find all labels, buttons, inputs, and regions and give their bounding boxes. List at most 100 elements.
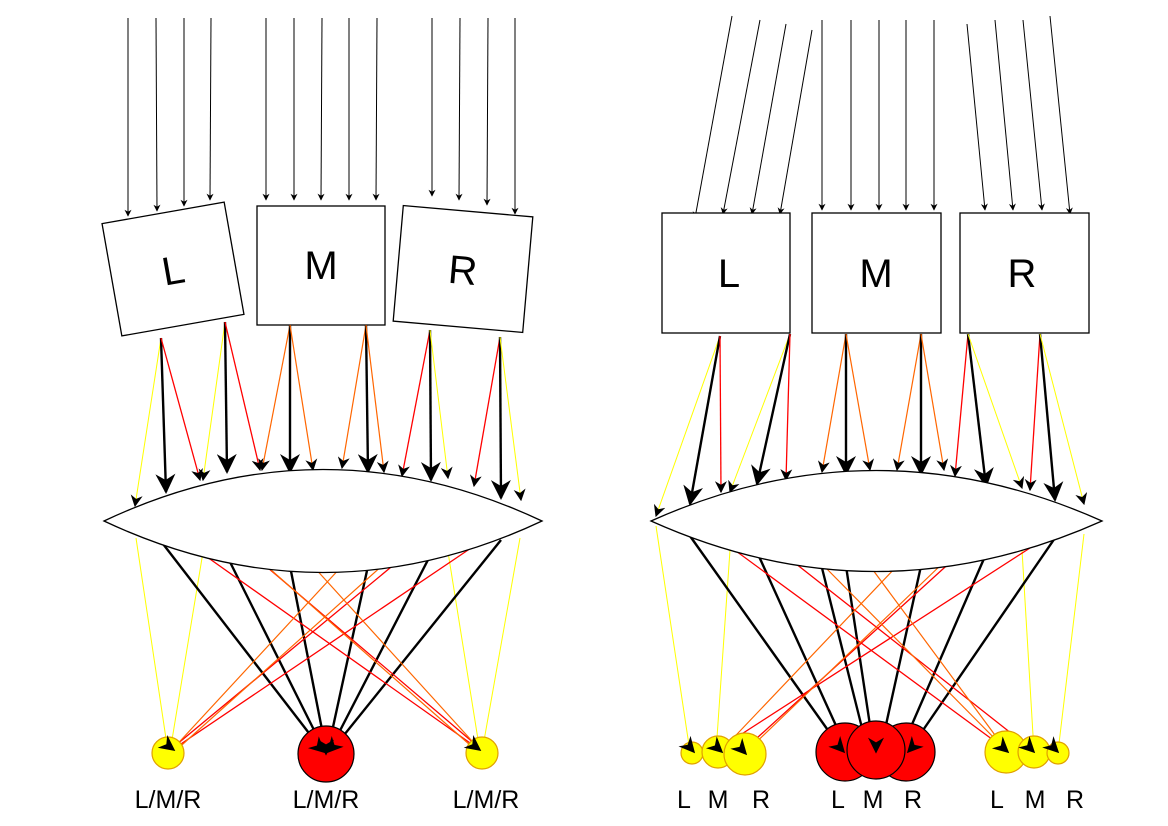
- left-incoming-ray: [455, 17, 463, 201]
- left-ray-to-lens: [130, 337, 162, 508]
- right-ray-to-retina: [745, 557, 956, 749]
- left-incoming-ray: [206, 17, 214, 201]
- right-ray-to-retina: [755, 551, 850, 753]
- left-ray-to-lens: [429, 329, 453, 480]
- left-ray-to-retina: [169, 557, 403, 751]
- left-ray-to-lens: [198, 321, 226, 482]
- left-ray-to-retina: [171, 545, 475, 751]
- right-ray-to-retina: [745, 561, 945, 753]
- left-ray-to-retina: [199, 551, 481, 751]
- right-ray-to-retina: [907, 537, 1056, 753]
- right-rays-to-lens: [653, 333, 1088, 518]
- left-ray-to-lens: [155, 337, 176, 494]
- right-spot-label-5: M: [863, 786, 884, 814]
- right-ray-to-retina: [719, 565, 898, 753]
- left-panel: L M R L/M/R L/M/R L/M/R: [101, 17, 544, 814]
- right-box-l: L: [661, 212, 791, 334]
- right-ray-to-lens: [751, 333, 792, 486]
- right-incoming-ray: [994, 19, 1016, 211]
- right-incoming-ray: [1049, 15, 1073, 215]
- right-ray-to-lens: [950, 333, 969, 478]
- right-ray-to-lens: [1039, 333, 1088, 506]
- left-rays-to-lens: [130, 321, 526, 508]
- right-spot-label-9: R: [1066, 786, 1084, 814]
- right-lens: [649, 469, 1104, 573]
- left-ray-to-retina: [328, 553, 433, 751]
- right-incoming-ray: [720, 19, 761, 215]
- left-ray-to-lens: [420, 329, 441, 482]
- left-ray-to-lens: [398, 329, 431, 478]
- left-ray-to-lens: [469, 336, 501, 488]
- right-ray-to-retina: [898, 553, 988, 753]
- right-ray-to-lens: [683, 335, 722, 506]
- right-ray-to-retina: [719, 547, 1031, 749]
- right-ray-to-retina: [821, 563, 1009, 753]
- right-ray-to-lens: [728, 333, 791, 494]
- left-box-m-label: M: [304, 244, 337, 288]
- left-ray-to-retina: [173, 563, 385, 753]
- left-spot-right: [465, 736, 499, 770]
- left-ray-to-retina: [159, 539, 323, 751]
- right-ray-to-lens: [1024, 333, 1041, 492]
- right-ray-to-lens: [714, 335, 727, 494]
- right-ray-to-retina: [869, 565, 1007, 751]
- right-spot-label-8: M: [1025, 786, 1046, 814]
- left-ray-to-retina: [312, 565, 483, 753]
- right-ray-to-lens: [967, 333, 1025, 490]
- left-incoming-ray: [317, 17, 325, 201]
- right-rays-to-retina: [655, 525, 1085, 753]
- left-box-m: M: [256, 205, 386, 326]
- left-incoming-rays: [124, 17, 519, 217]
- right-spot-l-right: [723, 732, 767, 776]
- right-incoming-rays: [692, 15, 1073, 219]
- left-ray-to-lens: [357, 324, 378, 474]
- left-ray-to-retina: [135, 537, 169, 753]
- left-box-l: L: [101, 201, 245, 337]
- right-spot-label-7: L: [990, 786, 1004, 814]
- left-ray-to-lens: [216, 321, 237, 474]
- right-spot-label-1: L: [677, 786, 691, 814]
- right-ray-to-lens: [653, 335, 721, 518]
- left-ray-to-retina: [331, 539, 502, 751]
- left-box-r-label: R: [447, 248, 480, 294]
- left-spot-label-1: L/M/R: [135, 786, 202, 814]
- right-ray-to-lens: [817, 333, 847, 474]
- right-spot-l-left: [680, 741, 704, 765]
- right-box-m-label: M: [859, 252, 892, 296]
- right-ray-to-retina: [785, 555, 1031, 749]
- right-box-r: R: [959, 212, 1090, 334]
- left-ray-to-lens: [160, 337, 203, 482]
- right-ray-to-retina: [720, 539, 1005, 749]
- left-ray-to-lens: [490, 336, 511, 500]
- left-rays-to-retina: [135, 537, 521, 753]
- right-incoming-ray: [749, 23, 787, 215]
- left-ray-to-retina: [447, 551, 481, 753]
- right-incoming-ray: [966, 23, 988, 211]
- right-spot-label-2: M: [708, 786, 729, 814]
- right-ray-to-retina: [715, 549, 731, 753]
- left-ray-to-retina: [169, 565, 343, 753]
- right-ray-to-retina: [844, 565, 876, 753]
- right-ray-to-retina: [1057, 533, 1085, 753]
- right-incoming-ray: [692, 15, 733, 219]
- right-ray-to-lens: [780, 333, 793, 482]
- left-incoming-ray: [483, 17, 491, 206]
- left-box-r: R: [392, 204, 534, 334]
- left-incoming-ray: [153, 17, 161, 212]
- right-ray-to-retina: [1021, 549, 1035, 753]
- right-box-r-label: R: [1008, 252, 1037, 296]
- right-ray-to-retina: [655, 525, 691, 753]
- left-spot-label-2: L/M/R: [293, 786, 360, 814]
- left-ray-to-lens: [258, 324, 291, 472]
- right-ray-to-lens: [845, 333, 875, 472]
- left-ray-to-retina: [481, 537, 521, 753]
- right-ray-to-retina: [878, 565, 923, 753]
- left-spot-left: [151, 736, 185, 770]
- left-ray-to-retina: [326, 565, 370, 751]
- right-spot-label-4: L: [831, 786, 845, 814]
- right-panel: L M R L M R L M R L M R: [649, 15, 1104, 814]
- right-box-m: M: [811, 212, 942, 334]
- right-box-l-label: L: [718, 252, 740, 296]
- left-ray-to-retina: [261, 561, 479, 753]
